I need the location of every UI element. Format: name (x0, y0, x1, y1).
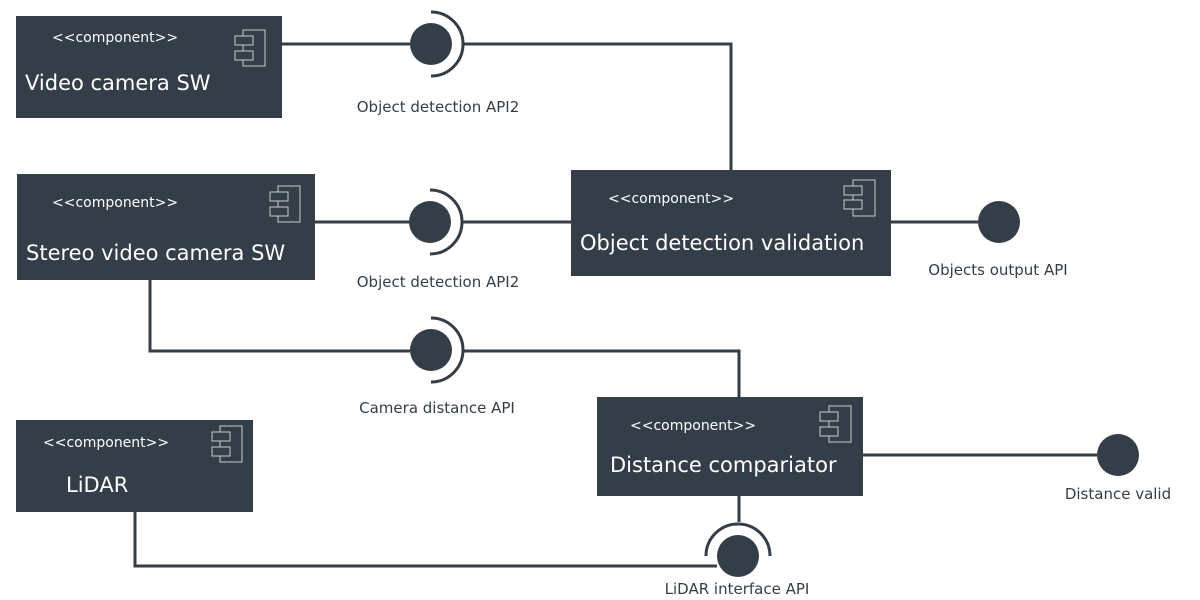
stereotype-label: <<component>> (52, 195, 178, 211)
provided-interface-ball (410, 23, 452, 65)
component-lidar[interactable]: <<component>> LiDAR (16, 420, 253, 512)
interface-label: LiDAR interface API (665, 580, 810, 598)
required-interface-socket (429, 188, 464, 256)
component-video-camera-sw[interactable]: <<component>> Video camera SW (16, 16, 282, 118)
component-distance-comparator[interactable]: <<component>> Distance compariator (597, 397, 863, 496)
component-name: Distance compariator (610, 453, 837, 477)
required-interface-socket (704, 522, 772, 557)
interface-label: Distance valid (1065, 485, 1171, 503)
component-object-detection-validation[interactable]: <<component>> Object detection validatio… (571, 170, 891, 276)
provided-interface-ball (717, 535, 759, 577)
stereotype-label: <<component>> (630, 418, 756, 434)
interface-distance-valid[interactable]: Distance valid (1065, 434, 1171, 503)
component-icon (843, 179, 876, 217)
required-interface-socket (430, 316, 465, 384)
interface-object-detection-api2-top[interactable]: Object detection API2 (357, 10, 520, 116)
provided-interface-ball (978, 201, 1020, 243)
provided-interface-ball (409, 201, 451, 243)
interface-lidar-interface-api[interactable]: LiDAR interface API (665, 522, 810, 598)
component-stereo-video-camera-sw[interactable]: <<component>> Stereo video camera SW (17, 174, 315, 280)
stereotype-label: <<component>> (52, 30, 178, 46)
component-name: LiDAR (66, 473, 128, 497)
provided-interface-ball (1097, 434, 1139, 476)
component-name: Object detection validation (580, 231, 864, 255)
interface-label: Object detection API2 (357, 273, 520, 291)
component-icon (269, 185, 301, 223)
connector-lidar-to-lidar-interface (133, 512, 717, 568)
interface-label: Object detection API2 (357, 98, 520, 116)
required-interface-socket (430, 10, 465, 78)
component-icon (819, 405, 852, 443)
connectors (133, 42, 1097, 568)
connector-stereo-to-camera-distance (148, 280, 410, 353)
interface-camera-distance-api[interactable]: Camera distance API (359, 316, 515, 417)
component-name: Stereo video camera SW (26, 241, 285, 265)
interface-label: Camera distance API (359, 399, 515, 417)
interface-object-detection-api2-mid[interactable]: Object detection API2 (357, 188, 520, 291)
interface-objects-output-api[interactable]: Objects output API (928, 201, 1068, 279)
provided-interface-ball (410, 329, 452, 371)
stereotype-label: <<component>> (608, 191, 734, 207)
connector-camera-distance-to-comparator (462, 349, 741, 397)
connector-api2-to-validation-top (462, 42, 733, 170)
stereotype-label: <<component>> (43, 435, 169, 451)
component-name: Video camera SW (25, 71, 211, 95)
component-icon (234, 29, 266, 67)
interface-label: Objects output API (928, 261, 1067, 279)
component-icon (211, 425, 243, 463)
